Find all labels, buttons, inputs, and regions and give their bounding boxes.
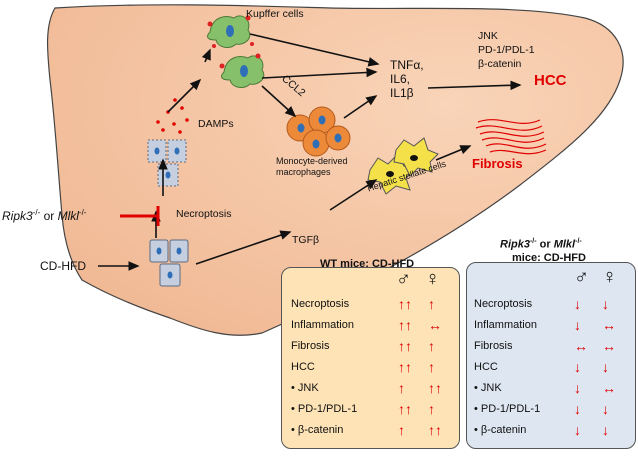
cytokine-tnfa: TNFα,: [390, 58, 424, 72]
fibrosis-label: Fibrosis: [472, 156, 523, 171]
row-male-change: ↓: [574, 422, 581, 438]
row-female-change: ↑: [428, 359, 435, 375]
ko-title-or: or: [536, 238, 554, 251]
row-label: • β-catenin: [291, 424, 344, 436]
signal-jnk: JNK: [478, 30, 498, 42]
row-male-change: ↓: [574, 401, 581, 417]
wt-male-icon: ♂: [396, 268, 411, 290]
row-female-change: ↔: [428, 317, 442, 333]
row-female-change: ↓: [602, 359, 609, 375]
row-label: Fibrosis: [474, 340, 513, 352]
inhibitor-or: or: [40, 209, 58, 223]
tgfb-label: TGFβ: [292, 234, 320, 246]
kupffer-cell-bottom: [219, 53, 265, 88]
cd-hfd-label: CD-HFD: [40, 259, 86, 273]
row-female-change: ↑: [428, 338, 435, 354]
row-label: Fibrosis: [291, 340, 330, 352]
damps-label: DAMPs: [198, 118, 234, 130]
ko-title-sup2: -/-: [575, 238, 582, 245]
wt-table-title: WT mice: CD-HFD: [320, 258, 415, 270]
row-male-change: ↑↑: [398, 338, 412, 354]
pathway-arrows: [98, 33, 522, 271]
row-label: Necroptosis: [291, 298, 350, 310]
inhibitor-gene2: Mlkl: [57, 209, 79, 223]
ko-table-title: Ripk3-/- or Mlkl-/-: [500, 238, 582, 251]
row-female-change: ↑↑: [428, 380, 442, 396]
kupffer-label: Kupffer cells: [246, 8, 304, 20]
ko-table-title-line2: mice: CD-HFD: [512, 252, 586, 264]
row-female-change: ↔: [602, 317, 616, 333]
row-male-change: ↓: [574, 317, 581, 333]
damps-dots: [156, 98, 189, 134]
row-female-change: ↑↑: [428, 422, 442, 438]
inhibitor-label: Ripk3-/- or Mlkl-/-: [2, 208, 86, 223]
row-female-change: ↔: [602, 338, 616, 354]
ko-title-gene1: Ripk3: [500, 238, 530, 251]
row-label: • JNK: [291, 382, 319, 394]
ko-title-gene2: Mlkl: [553, 238, 576, 251]
row-male-change: ↑↑: [398, 296, 412, 312]
ko-female-icon: ♀: [602, 266, 617, 288]
row-female-change: ↑: [428, 296, 435, 312]
wt-female-icon: ♀: [425, 268, 440, 290]
fibrosis-icon: [475, 119, 547, 155]
signal-pd1: PD-1/PDL-1: [478, 44, 535, 56]
row-male-change: ↑↑: [398, 359, 412, 375]
stellate-cells: [367, 137, 439, 195]
kupffer-cell-top: [207, 15, 254, 48]
row-label: • PD-1/PDL-1: [474, 403, 541, 415]
inhibitor-sup2: -/-: [78, 208, 87, 217]
ko-title-sup1: -/-: [529, 238, 537, 245]
cytokine-il6: IL6,: [390, 72, 411, 86]
macrophage-label-1: Monocyte-derived: [276, 156, 348, 166]
ko-summary-table: [466, 262, 636, 449]
row-male-change: ↑: [398, 422, 405, 438]
row-male-change: ↑↑: [398, 401, 412, 417]
row-female-change: ↓: [602, 296, 609, 312]
row-label: Necroptosis: [474, 298, 533, 310]
row-label: • PD-1/PDL-1: [291, 403, 358, 415]
necroptosis-label: Necroptosis: [176, 208, 232, 220]
macrophage-label-2: macrophages: [276, 167, 331, 177]
row-female-change: ↓: [602, 401, 609, 417]
inhibition-bar: [120, 206, 160, 226]
row-label: HCC: [291, 361, 315, 373]
row-male-change: ↑↑: [398, 317, 412, 333]
row-label: • JNK: [474, 382, 502, 394]
row-label: HCC: [474, 361, 498, 373]
inhibitor-sup1: -/-: [32, 208, 41, 217]
row-label: Inflammation: [291, 319, 354, 331]
row-female-change: ↑: [428, 401, 435, 417]
row-male-change: ↓: [574, 380, 581, 396]
row-female-change: ↔: [602, 380, 616, 396]
inhibitor-gene1: Ripk3: [2, 209, 33, 223]
ko-male-icon: ♂: [574, 266, 589, 288]
cytokine-il1b: IL1β: [390, 86, 414, 100]
row-female-change: ↓: [602, 422, 609, 438]
macrophage-cluster: [286, 106, 351, 157]
signal-bcatenin: β-catenin: [478, 58, 522, 70]
row-label: • β-catenin: [474, 424, 527, 436]
row-male-change: ↑: [398, 380, 405, 396]
hcc-label: HCC: [534, 72, 567, 89]
row-male-change: ↔: [574, 338, 588, 354]
row-label: Inflammation: [474, 319, 537, 331]
row-male-change: ↓: [574, 359, 581, 375]
wt-summary-table: [281, 267, 460, 449]
row-male-change: ↓: [574, 296, 581, 312]
